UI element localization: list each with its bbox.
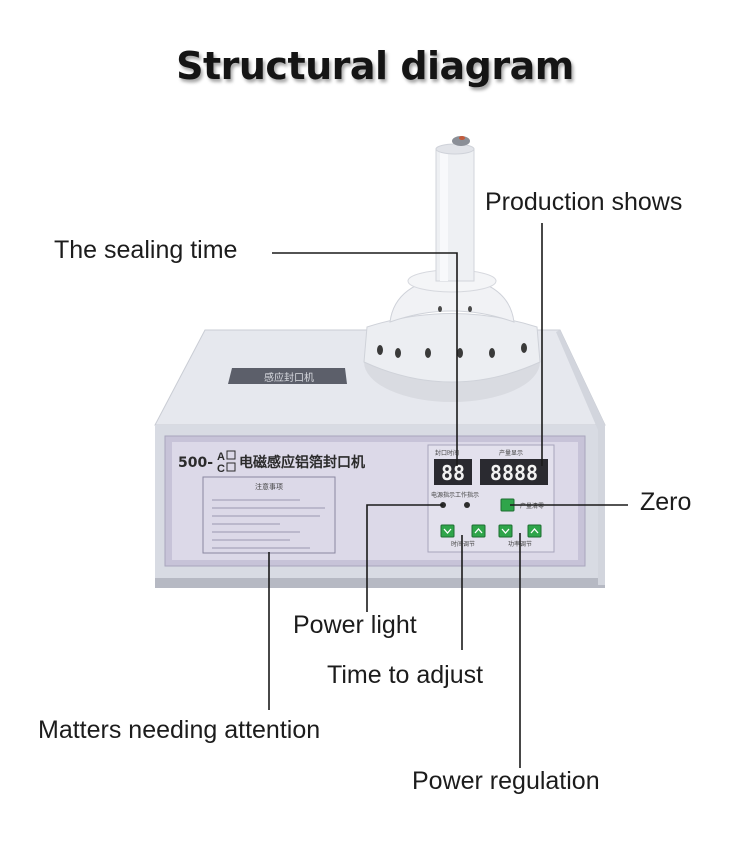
leader-power-light [366,504,443,612]
model-prefix: 500- [178,455,213,471]
top-nameplate [228,368,347,384]
time-down-button [440,524,455,538]
top-nameplate-text: 感应封口机 [264,371,314,384]
label-zero: Zero [640,488,692,516]
label-time-to-adjust: Time to adjust [327,661,484,689]
time-up-button [471,524,486,538]
power-down-button [498,524,513,538]
display-left-caption: 封口时间 [435,449,459,457]
sealing-head [363,313,541,383]
production-display-value: 8888 [490,461,538,485]
display-right-caption: 产量显示 [499,449,523,457]
model-a: A [217,451,225,463]
label-matters-needing-attention: Matters needing attention [38,716,321,744]
work-light [464,502,470,508]
model-c: C [217,463,225,475]
head-cap [452,136,470,146]
time-display [434,459,472,485]
page-title: Structural diagram [176,44,574,88]
work-light-caption: 工作指示 [455,491,479,499]
label-production-shows: Production shows [485,188,683,216]
model-name: 电磁感应铝箔封口机 [239,454,365,471]
time-display-value: 88 [441,461,465,485]
label-sealing-time: The sealing time [54,236,238,264]
production-display [480,459,548,485]
power-light-caption: 电源指示 [431,491,455,499]
notice-title: 注意事项 [255,482,283,491]
leader-sealing-time [272,252,458,466]
label-power-regulation: Power regulation [412,767,600,795]
label-power-light: Power light [293,611,417,639]
time-button-caption: 时间调节 [451,540,475,548]
zero-button-caption: 产量清零 [520,502,544,510]
power-up-button [527,524,542,538]
